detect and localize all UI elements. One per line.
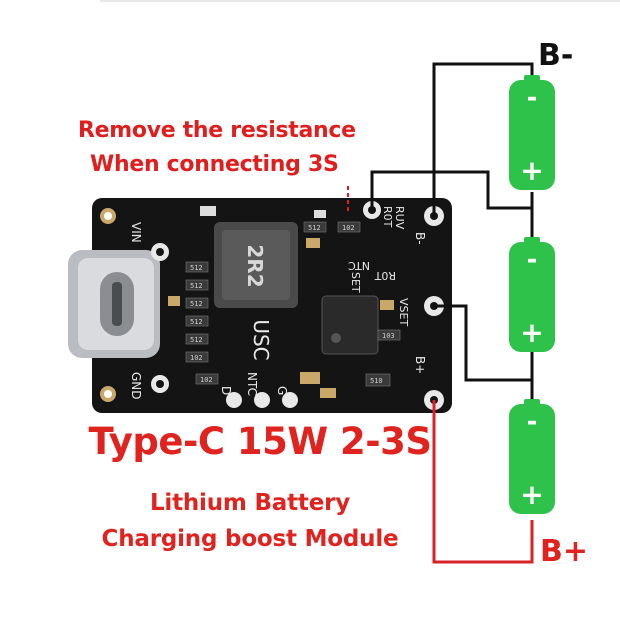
silk-set: SET xyxy=(349,272,362,293)
capacitor xyxy=(300,372,320,384)
battery-2-pos: + xyxy=(520,316,543,349)
pcb-board xyxy=(68,198,452,413)
label-b-minus: B- xyxy=(538,38,574,73)
battery-stack xyxy=(509,75,555,514)
inductor-marking: 2R2 xyxy=(243,244,267,287)
resistor xyxy=(185,297,209,309)
resistor xyxy=(185,279,209,291)
battery-3 xyxy=(509,399,555,514)
wire-b-plus xyxy=(432,400,534,564)
battery-body xyxy=(509,404,555,514)
pcb-silkscreen: 2R2 USC VIN GND D NTC G B- VSET B+ RUV R… xyxy=(129,206,427,400)
usb-c-tongue xyxy=(112,282,122,326)
bottom-pads xyxy=(226,392,298,408)
res-code: 512 xyxy=(190,282,203,290)
silk-ruv: RUV xyxy=(393,206,406,230)
led xyxy=(314,210,326,218)
battery-2-neg: - xyxy=(527,245,538,275)
pad-vin-hole xyxy=(156,248,164,256)
boost-ic-logo xyxy=(331,333,341,343)
res-code: 510 xyxy=(370,377,383,385)
wire-b-minus xyxy=(432,62,534,216)
silk-g: G xyxy=(275,386,289,395)
wire-vset xyxy=(434,304,532,382)
mount-hole-bottom-left-inner xyxy=(104,390,112,398)
mount-hole-top-left-inner xyxy=(104,212,112,220)
resistor xyxy=(185,315,209,327)
product-title: Type-C 15W 2-3S xyxy=(88,420,432,463)
res-code: 102 xyxy=(200,376,213,384)
silk-vin: VIN xyxy=(129,222,143,243)
pad-ntc xyxy=(254,392,270,408)
battery-1 xyxy=(509,75,555,190)
res-code: 102 xyxy=(190,354,203,362)
pad-d xyxy=(226,392,242,408)
silk-usc: USC xyxy=(249,319,273,360)
capacitor xyxy=(320,388,336,398)
inductor-top xyxy=(222,230,290,300)
battery-1-neg: - xyxy=(527,83,538,113)
res-code: 512 xyxy=(190,318,203,326)
res-code: 102 xyxy=(342,224,355,232)
pad-gnd-hole xyxy=(156,380,164,388)
res-code: 512 xyxy=(190,336,203,344)
silk-b-plus: B+ xyxy=(413,356,427,374)
silk-vset: VSET xyxy=(397,298,410,326)
led xyxy=(200,206,216,216)
battery-body xyxy=(509,242,555,352)
boost-ic xyxy=(321,295,379,355)
silk-rot-top: R0T xyxy=(381,206,394,228)
resistor xyxy=(185,333,209,345)
wire-3s-tap xyxy=(370,170,532,210)
resistor xyxy=(185,261,209,273)
resistor xyxy=(303,221,327,233)
capacitor xyxy=(168,296,180,306)
resistor xyxy=(337,221,361,233)
smd-capacitors xyxy=(168,238,394,398)
silk-b-minus: B- xyxy=(413,232,427,245)
res-code: 512 xyxy=(308,224,321,232)
silk-ntc: NTC xyxy=(245,372,259,396)
resistor xyxy=(365,373,391,387)
annotation-line-2: When connecting 3S xyxy=(90,152,339,177)
res-code: 512 xyxy=(190,300,203,308)
subtitle-line-2: Charging boost Module xyxy=(101,526,399,552)
silk-ntc-top: NTC xyxy=(348,259,370,272)
battery-polarity: - + - + - + xyxy=(520,83,543,511)
resistor xyxy=(195,373,219,385)
battery-2 xyxy=(509,237,555,352)
smd-resistors xyxy=(185,221,401,387)
resistor-codes: 512 512 512 512 512 102 102 512 510 102 … xyxy=(190,224,395,385)
battery-3-neg: - xyxy=(527,407,538,437)
pad-g xyxy=(282,392,298,408)
res-code: 103 xyxy=(382,332,395,340)
capacitor xyxy=(380,300,394,310)
capacitor xyxy=(306,238,320,248)
silk-gnd: GND xyxy=(129,372,143,400)
silk-rot: R0T xyxy=(374,269,396,282)
annotation-line-1: Remove the resistance xyxy=(78,118,356,143)
subtitle-line-1: Lithium Battery xyxy=(149,490,351,516)
label-b-plus: B+ xyxy=(540,534,589,569)
resistor xyxy=(377,329,401,341)
battery-body xyxy=(509,80,555,190)
wiring xyxy=(347,62,534,564)
res-code: 512 xyxy=(190,264,203,272)
resistor xyxy=(185,351,209,363)
silk-d: D xyxy=(219,386,233,395)
battery-1-pos: + xyxy=(520,154,543,187)
battery-3-pos: + xyxy=(520,478,543,511)
